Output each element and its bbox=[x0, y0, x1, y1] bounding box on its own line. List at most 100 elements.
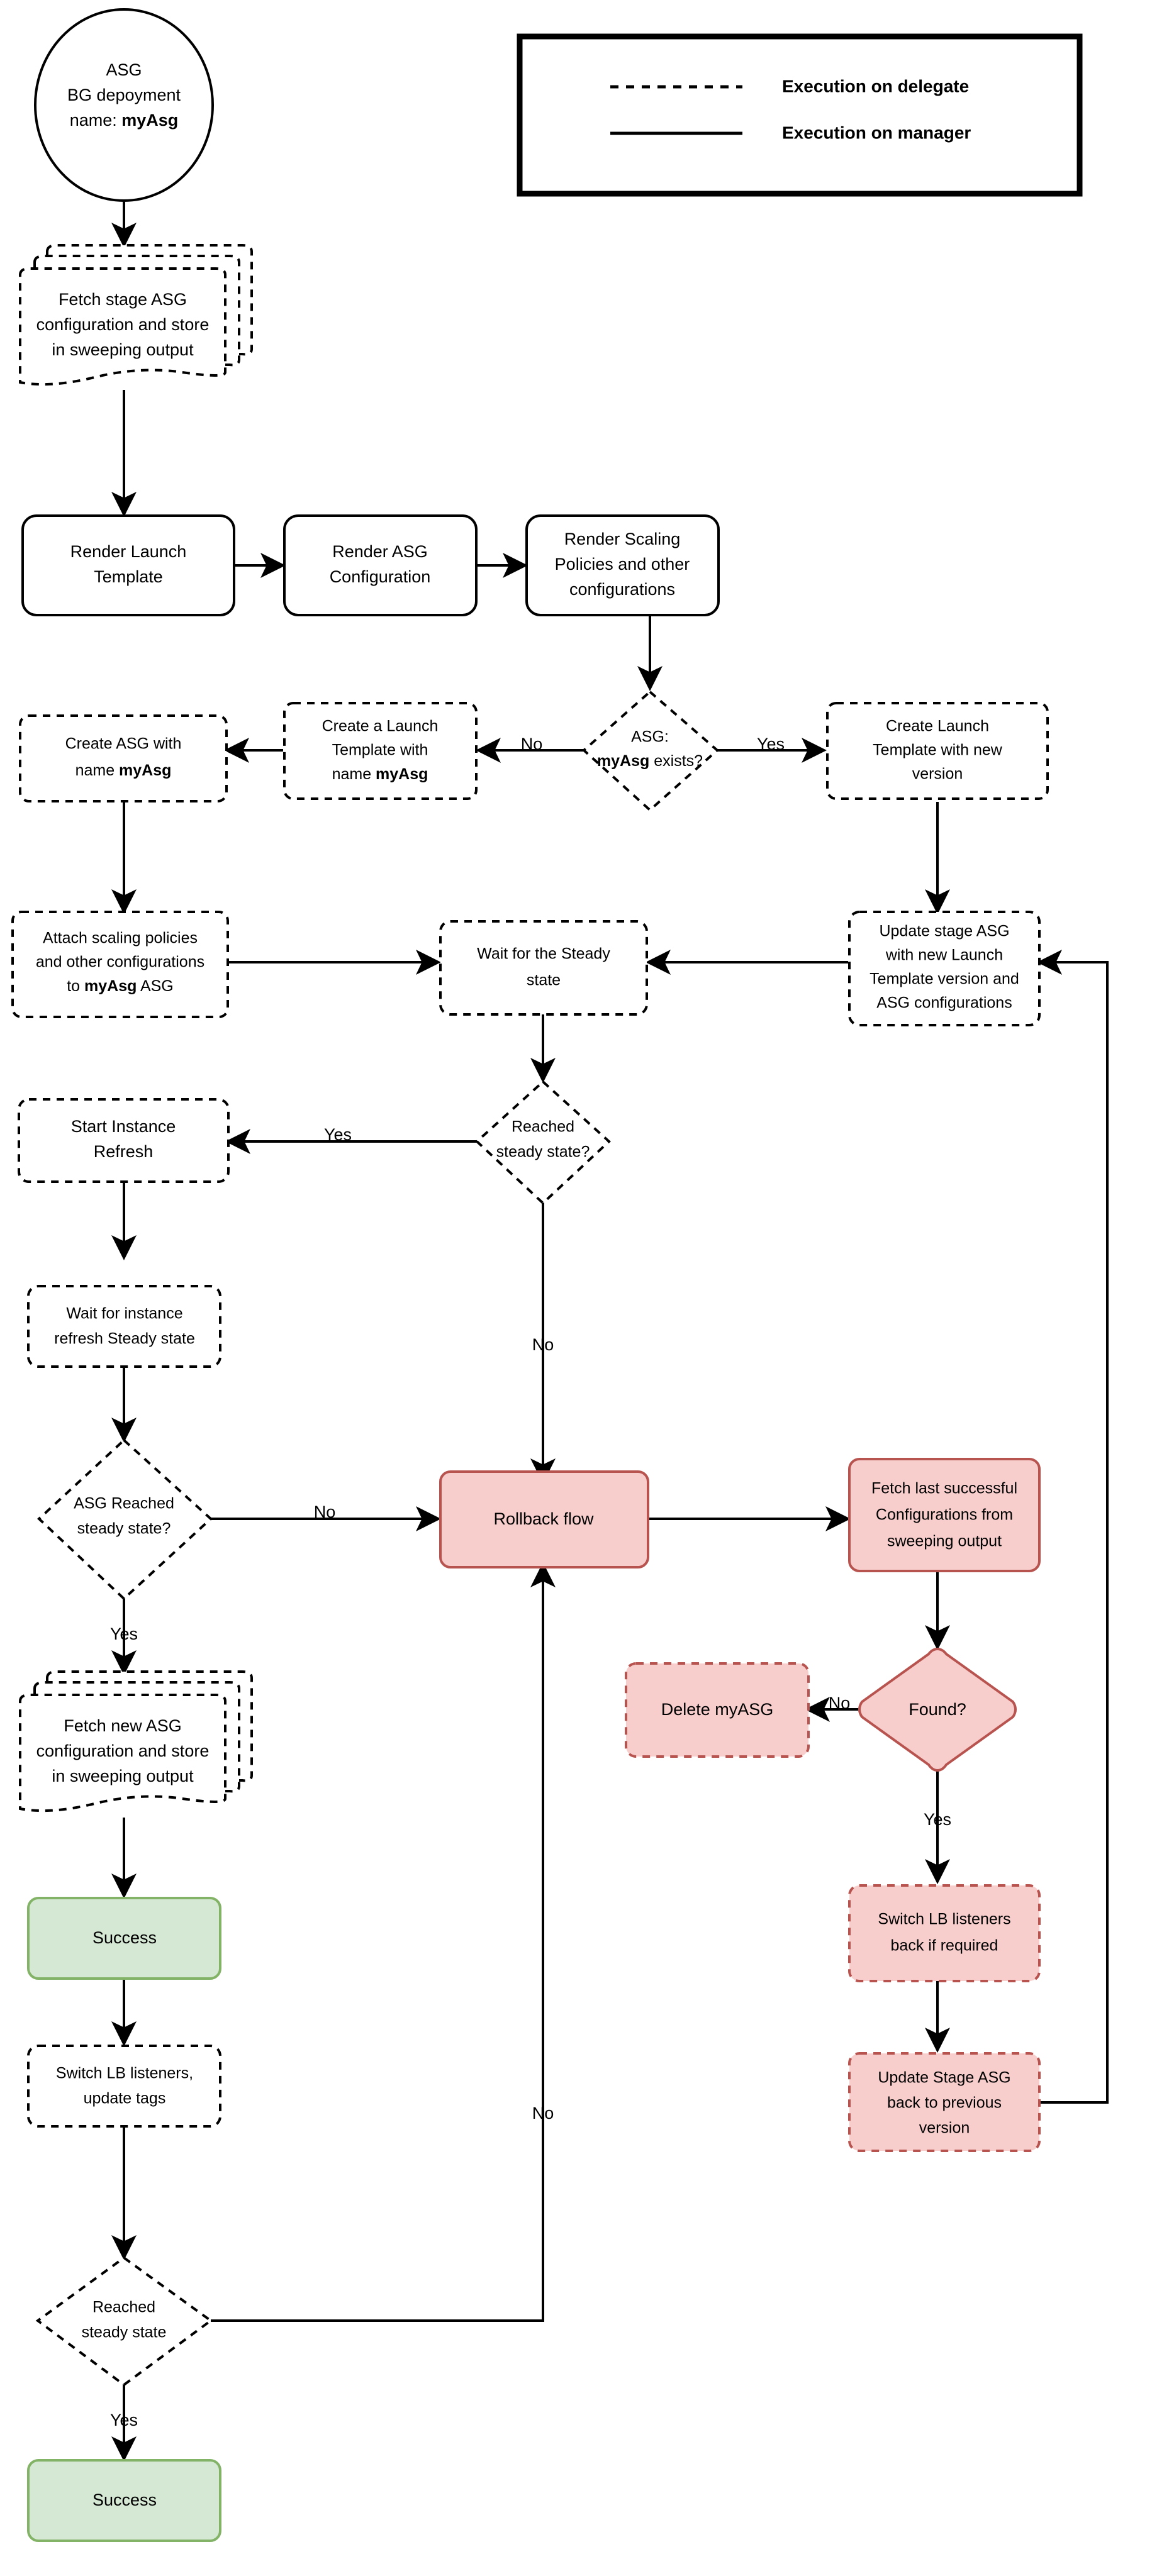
rollback-flow-shape bbox=[439, 1470, 649, 1568]
attach-scaling-line3-prefix: to bbox=[67, 977, 84, 995]
node-reached-steady-state-decision[interactable]: Reached steady state? bbox=[475, 1080, 611, 1205]
edge-label-yes-found: Yes bbox=[924, 1810, 951, 1829]
success-bottom-shape bbox=[27, 2459, 221, 2542]
node-attach-scaling-policies[interactable]: Attach scaling policies and other config… bbox=[11, 911, 229, 1018]
start-instance-refresh-line2: Refresh bbox=[94, 1142, 154, 1161]
fetch-stage-text-line2: configuration and store bbox=[36, 315, 210, 334]
asg-reached-steady-line2: steady state? bbox=[77, 1520, 171, 1538]
render-scaling-text-line2: Policies and other bbox=[555, 555, 690, 574]
node-start-instance-refresh[interactable]: Start Instance Refresh bbox=[18, 1098, 230, 1183]
update-stage-asg-line3: Template version and bbox=[870, 970, 1019, 988]
fetch-stage-doc-front bbox=[19, 267, 226, 386]
create-asg-line2: name myAsg bbox=[75, 762, 172, 779]
wait-steady-shape bbox=[439, 920, 648, 1016]
create-asg-line1: Create ASG with bbox=[65, 735, 182, 753]
asg-exists-text-rest: exists? bbox=[649, 752, 703, 770]
node-success-top[interactable]: Success bbox=[27, 1897, 221, 1980]
create-lt-named-line3: name myAsg bbox=[332, 765, 428, 783]
render-lt-text-line2: Template bbox=[94, 567, 163, 586]
reached-steady-bottom-line2: steady state bbox=[82, 2324, 167, 2341]
fetch-new-line2: configuration and store bbox=[36, 1741, 210, 1760]
node-asg-exists-decision[interactable]: ASG: myAsg exists? bbox=[582, 690, 720, 812]
node-found-decision[interactable]: Found? bbox=[858, 1647, 1017, 1772]
create-lt-named-line1: Create a Launch bbox=[322, 718, 439, 735]
asg-exists-text-line1: ASG: bbox=[631, 728, 669, 746]
update-stage-back-line3: version bbox=[919, 2119, 970, 2137]
delete-myasg-label: Delete myASG bbox=[661, 1700, 774, 1719]
create-lt-named-line3-prefix: name bbox=[332, 765, 376, 783]
attach-scaling-line1: Attach scaling policies bbox=[43, 930, 198, 947]
node-success-bottom[interactable]: Success bbox=[27, 2459, 221, 2542]
switch-lb-update-tags-shape bbox=[27, 2045, 221, 2128]
found-label: Found? bbox=[909, 1700, 966, 1719]
start-text-line3-prefix: name: bbox=[70, 111, 122, 130]
create-lt-new-shape bbox=[826, 702, 1049, 800]
edge-label-no-reached: No bbox=[532, 1335, 554, 1354]
start-text-line2: BG depoyment bbox=[67, 86, 181, 104]
create-asg-shape bbox=[19, 714, 228, 802]
node-fetch-stage-asg[interactable]: Fetch stage ASG configuration and store … bbox=[19, 244, 253, 386]
wait-steady-line1: Wait for the Steady bbox=[477, 945, 610, 963]
node-rollback-flow[interactable]: Rollback flow bbox=[439, 1470, 649, 1568]
render-scaling-text-line3: configurations bbox=[569, 580, 675, 599]
node-create-asg[interactable]: Create ASG with name myAsg bbox=[19, 714, 228, 802]
node-reached-steady-bottom-decision[interactable]: Reached steady state bbox=[35, 2256, 213, 2387]
render-asg-text-line1: Render ASG bbox=[332, 542, 428, 561]
node-asg-reached-steady-decision[interactable]: ASG Reached steady state? bbox=[37, 1438, 213, 1601]
node-fetch-new-asg[interactable]: Fetch new ASG configuration and store in… bbox=[19, 1670, 253, 1813]
attach-scaling-shape bbox=[11, 911, 229, 1018]
render-asg-text-line2: Configuration bbox=[330, 567, 431, 586]
node-fetch-last-successful[interactable]: Fetch last successful Configurations fro… bbox=[848, 1458, 1041, 1572]
asg-exists-text-line2: myAsg exists? bbox=[597, 752, 703, 770]
node-render-scaling-policies[interactable]: Render Scaling Policies and other config… bbox=[525, 514, 720, 616]
create-asg-line2-prefix: name bbox=[75, 762, 119, 779]
node-switch-lb-update-tags[interactable]: Switch LB listeners, update tags bbox=[27, 2045, 221, 2128]
rollback-flow-label: Rollback flow bbox=[493, 1509, 594, 1528]
update-stage-back-line2: back to previous bbox=[887, 2094, 1002, 2112]
node-create-launch-template-named[interactable]: Create a Launch Template with name myAsg bbox=[283, 702, 478, 800]
found-diamond-shape bbox=[858, 1647, 1017, 1772]
create-lt-named-line3-bold: myAsg bbox=[376, 765, 428, 783]
update-stage-asg-line1: Update stage ASG bbox=[879, 923, 1009, 940]
switch-lb-back-line1: Switch LB listeners bbox=[878, 1911, 1010, 1928]
node-update-stage-asg[interactable]: Update stage ASG with new Launch Templat… bbox=[848, 911, 1041, 1026]
start-instance-refresh-shape bbox=[18, 1098, 230, 1183]
asg-exists-diamond-shape bbox=[582, 690, 720, 812]
legend-manager-label: Execution on manager bbox=[782, 123, 971, 142]
update-stage-back-line1: Update Stage ASG bbox=[878, 2069, 1010, 2087]
edge-label-yes-exists: Yes bbox=[757, 735, 785, 753]
node-wait-instance-refresh[interactable]: Wait for instance refresh Steady state bbox=[27, 1285, 221, 1368]
attach-scaling-line3-suffix: ASG bbox=[137, 977, 173, 995]
create-lt-new-line2: Template with new bbox=[873, 741, 1003, 759]
node-update-stage-back[interactable]: Update Stage ASG back to previous versio… bbox=[848, 2052, 1041, 2152]
reached-steady-bottom-line1: Reached bbox=[92, 2299, 155, 2316]
switch-lb-back-shape bbox=[848, 1884, 1041, 1982]
reached-steady-line1: Reached bbox=[512, 1118, 574, 1136]
node-render-asg-configuration[interactable]: Render ASG Configuration bbox=[283, 514, 478, 616]
switch-lb-back-line2: back if required bbox=[891, 1937, 998, 1955]
create-lt-new-line1: Create Launch bbox=[886, 718, 989, 735]
render-asg-shape bbox=[283, 514, 478, 616]
edge-label-no-rollback-bottom: No bbox=[532, 2104, 554, 2123]
edge-update-back-return-to-update-stage bbox=[1034, 950, 1109, 2104]
fetch-new-line3: in sweeping output bbox=[52, 1767, 194, 1785]
fetch-last-successful-line2: Configurations from bbox=[876, 1506, 1013, 1524]
node-switch-lb-back[interactable]: Switch LB listeners back if required bbox=[848, 1884, 1041, 1982]
success-top-label: Success bbox=[92, 1928, 157, 1947]
reached-steady-bottom-diamond-shape bbox=[35, 2256, 213, 2387]
node-delete-myasg[interactable]: Delete myASG bbox=[625, 1662, 810, 1758]
node-wait-for-steady-state[interactable]: Wait for the Steady state bbox=[439, 920, 648, 1016]
node-start[interactable]: ASG BG depoyment name: myAsg bbox=[34, 8, 214, 202]
render-scaling-text-line1: Render Scaling bbox=[564, 530, 681, 548]
wait-steady-line2: state bbox=[527, 972, 561, 989]
fetch-stage-text-line1: Fetch stage ASG bbox=[59, 290, 187, 309]
wait-instance-refresh-line1: Wait for instance bbox=[66, 1305, 182, 1323]
node-create-launch-template-new[interactable]: Create Launch Template with new version bbox=[826, 702, 1049, 800]
wait-instance-refresh-shape bbox=[27, 1285, 221, 1368]
edge-reached-bottom-no bbox=[211, 1562, 556, 2322]
node-render-launch-template[interactable]: Render Launch Template bbox=[21, 514, 235, 616]
edge-label-no-asg-reached: No bbox=[314, 1502, 336, 1521]
legend-delegate-label: Execution on delegate bbox=[782, 76, 969, 96]
